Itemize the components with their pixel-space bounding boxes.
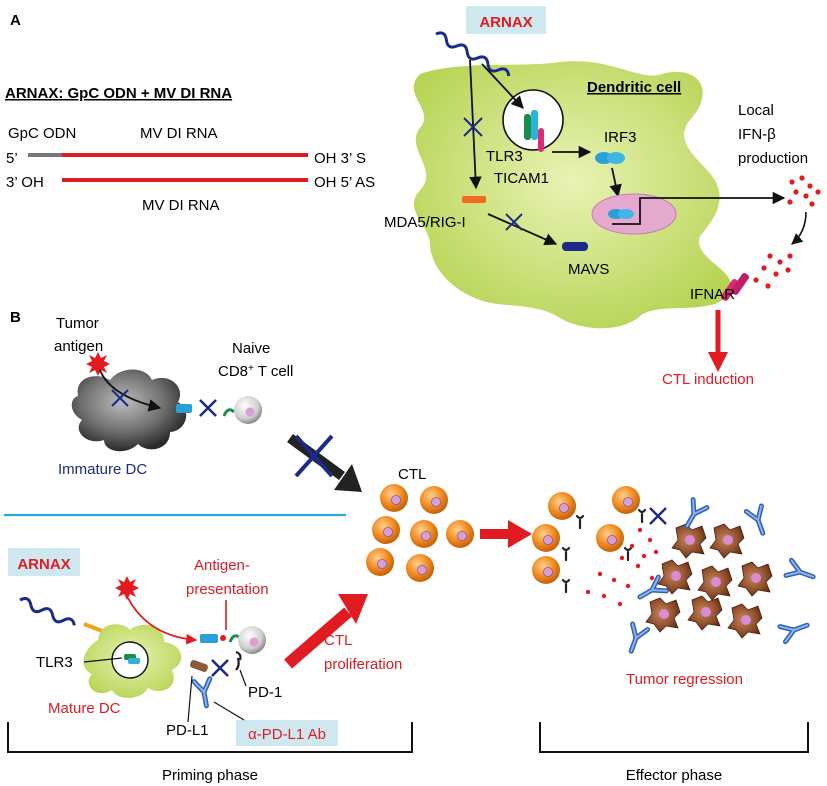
block-cross-5 xyxy=(294,434,334,478)
arnax-rna-coil-a xyxy=(435,31,511,77)
block-cross-3 xyxy=(111,389,129,407)
arnax-badge-b xyxy=(8,548,80,576)
oh-3-s-label: OH 3’ S xyxy=(314,150,366,167)
ifn-beta-dots-bottom xyxy=(753,253,793,289)
arnax-rna-coil-b xyxy=(19,597,76,626)
irf3-label: IRF3 xyxy=(604,129,637,146)
tlr3-label-a: TLR3 xyxy=(486,148,523,165)
pd-1-receptor xyxy=(235,650,242,671)
pd-l1-protein xyxy=(190,660,208,672)
arnax-badge-a xyxy=(466,6,546,34)
panel-b-label: B xyxy=(10,309,21,326)
antigen-presentation-label-2: presentation xyxy=(186,581,269,598)
arrow-transcription xyxy=(612,191,786,225)
tumor-label: Tumor xyxy=(56,315,99,332)
three-oh-label: 3’ OH xyxy=(6,174,44,191)
ifnar-receptor xyxy=(721,273,749,301)
immature-dc-label: Immature DC xyxy=(58,461,147,478)
tlr3-receptor-b xyxy=(124,654,140,664)
priming-phase-label: Priming phase xyxy=(162,767,258,784)
t-cell-mature-nucleus xyxy=(249,637,259,647)
effector-bracket xyxy=(539,722,809,753)
tlr3-label-b: TLR3 xyxy=(36,654,73,671)
mhc-mature xyxy=(200,634,218,643)
gpc-odn-label: GpC ODN xyxy=(8,125,76,142)
ifn-beta-dots-top xyxy=(787,175,821,207)
anti-pdl1-pointer xyxy=(213,701,245,721)
priming-bracket xyxy=(7,722,413,753)
presented-peptide xyxy=(220,635,226,641)
ctl-induction-arrow-head xyxy=(708,352,728,372)
proliferation-arrow-head xyxy=(338,594,368,624)
mda5-label: MDA5/RIG-I xyxy=(384,214,466,231)
arrow-arnax-to-mda5 xyxy=(469,59,482,190)
tlr3-receptor xyxy=(524,110,544,152)
tcr-naive xyxy=(222,408,236,417)
ifn-beta-label: IFN-β xyxy=(738,126,776,143)
block-cross-7 xyxy=(649,507,667,525)
cd8-label: CD8+ T cell xyxy=(218,363,293,381)
pd1-pointer xyxy=(239,669,247,687)
ctl-induction-label: CTL induction xyxy=(662,371,754,388)
ticam1-label: TICAM1 xyxy=(494,170,549,187)
panel-a-label: A xyxy=(10,12,21,29)
immature-dc-body xyxy=(71,369,187,452)
anti-pd-l1-antibody-b xyxy=(194,679,214,707)
ctl-cluster xyxy=(365,483,475,583)
block-cross-1 xyxy=(463,117,483,137)
arnax-badge-a-text: ARNAX xyxy=(479,14,532,31)
block-cross-6 xyxy=(211,659,229,677)
arrow-irf3-nucleus xyxy=(609,167,622,198)
tumor-antigen-star-1 xyxy=(86,352,110,376)
composition-title: ARNAX: GpC ODN + MV DI RNA xyxy=(5,85,232,102)
mavs-protein xyxy=(562,242,588,251)
tumor-cells xyxy=(645,523,773,639)
ctl-label: CTL xyxy=(398,466,426,483)
arrow-arnax-to-tlr3 xyxy=(481,63,524,109)
block-cross-4 xyxy=(199,399,217,417)
ctl-proliferation-label-2: proliferation xyxy=(324,656,402,673)
five-prime-label: 5’ xyxy=(6,150,18,167)
proliferation-arrow-shaft xyxy=(284,607,352,669)
arrow-antigen-uptake xyxy=(99,369,162,412)
oh-5-as-label: OH 5’ AS xyxy=(314,174,375,191)
block-cross-2 xyxy=(505,213,523,231)
blocked-arrow-head xyxy=(334,464,362,492)
dendritic-cell-label: Dendritic cell xyxy=(587,79,681,96)
effector-ctls xyxy=(531,485,641,585)
irf3-in-nucleus xyxy=(608,209,634,219)
production-label: production xyxy=(738,150,808,167)
pdl1-label: PD-L1 xyxy=(166,722,209,739)
effector-ctl-receptors xyxy=(561,508,647,594)
anti-pdl1-badge xyxy=(236,720,338,746)
tumor-regression-label: Tumor regression xyxy=(626,671,743,688)
pd1-label: PD-1 xyxy=(248,684,282,701)
naive-label: Naive xyxy=(232,340,270,357)
arrow-ifn-secretion xyxy=(791,211,807,245)
mhc-immature xyxy=(176,404,192,413)
effector-phase-label: Effector phase xyxy=(626,767,722,784)
ifnar-label: IFNAR xyxy=(690,286,735,303)
mda5-protein xyxy=(462,196,486,203)
ctl-proliferation-label-1: CTL xyxy=(324,632,352,649)
naive-t-cell-nucleus xyxy=(245,407,255,417)
irf3-dimer xyxy=(595,152,625,164)
ctl-to-effector-arrow-head xyxy=(508,520,532,548)
local-label: Local xyxy=(738,102,774,119)
tlr3-pointer xyxy=(83,657,123,663)
pdl1-pointer xyxy=(187,675,193,723)
arnax-badge-b-text: ARNAX xyxy=(17,556,70,573)
antigen-label: antigen xyxy=(54,338,103,355)
mature-dc-label: Mature DC xyxy=(48,700,121,717)
tumor-antigen-star-2 xyxy=(115,576,139,600)
antigen-presentation-label-1: Antigen- xyxy=(194,557,250,574)
mv-di-rna-bottom-label: MV DI RNA xyxy=(142,197,220,214)
dendritic-cell-body xyxy=(413,61,732,329)
mv-di-rna-top-label: MV DI RNA xyxy=(140,125,218,142)
anti-pdl1-label: α-PD-L1 Ab xyxy=(248,726,326,743)
mavs-label: MAVS xyxy=(568,261,609,278)
arrow-antigen-presentation xyxy=(127,597,198,645)
